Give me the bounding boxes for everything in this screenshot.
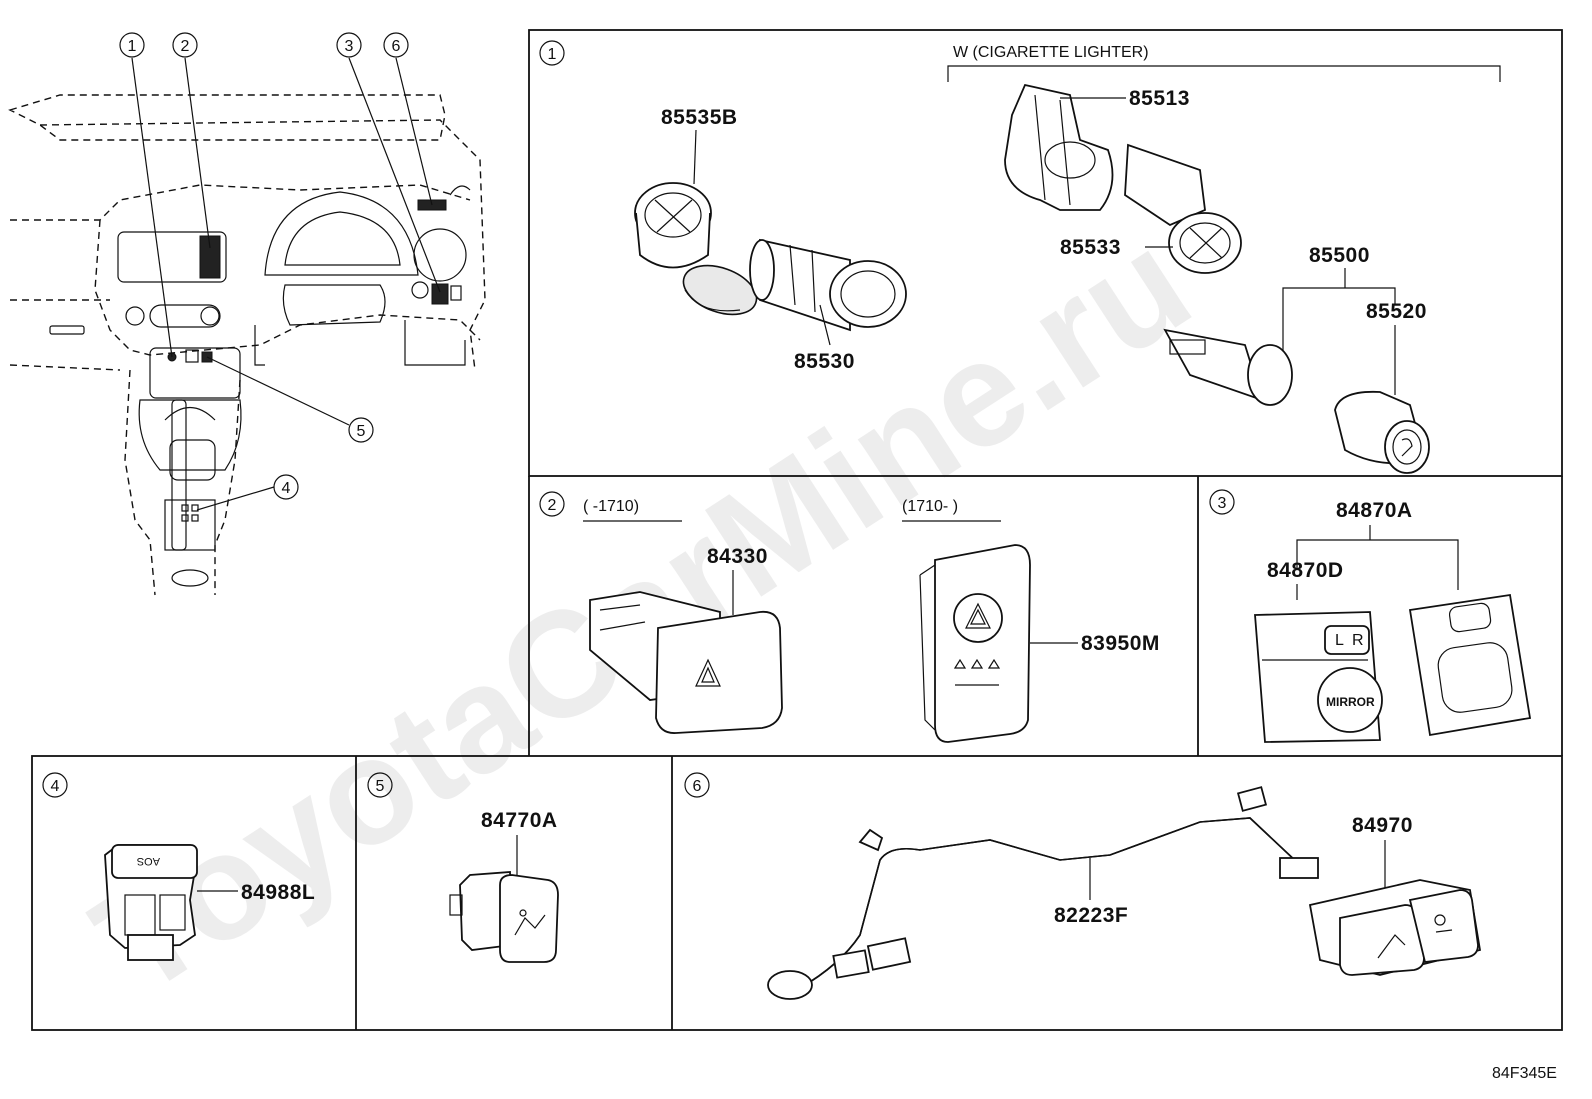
label-85500: 85500 — [1309, 244, 1370, 267]
svg-text:1: 1 — [128, 38, 137, 55]
part-85500-element-drawing — [1163, 328, 1293, 406]
overview-block-3 — [431, 283, 449, 305]
part-83950M-drawing — [919, 544, 1031, 743]
label-84330: 84330 — [707, 545, 768, 568]
mirror-r-text: R — [1352, 632, 1364, 649]
label-85533: 85533 — [1060, 236, 1121, 259]
panel-2-hazard-switch: 2 ( -1710) (1710- ) 84330 83950M — [539, 491, 1160, 743]
part-85520-knob-drawing — [1334, 390, 1430, 474]
panel-5-switch: 5 84770A — [367, 772, 559, 963]
label-85535B: 85535B — [661, 106, 738, 129]
group-note-cigarette-lighter: W (CIGARETTE LIGHTER) — [953, 44, 1149, 61]
part-84770A-drawing — [449, 871, 559, 963]
panel-1-number: 1 — [539, 40, 565, 66]
svg-text:6: 6 — [392, 38, 401, 55]
panel-4-switch: 4 AOS 84988L — [42, 772, 315, 961]
part-84870A-bezel-drawing — [1408, 593, 1532, 737]
overview-callout-2: 2 — [172, 32, 198, 58]
label-85520: 85520 — [1366, 300, 1427, 323]
overview-callout-4: 4 — [273, 474, 299, 500]
label-85513: 85513 — [1129, 87, 1190, 110]
overview-callout-6: 6 — [383, 32, 409, 58]
overview-block-2 — [199, 235, 221, 279]
part-85533-drawing — [1124, 143, 1242, 274]
note-until-1710: ( -1710) — [583, 498, 639, 515]
part-82223F-drawing — [767, 786, 1319, 1000]
part-84970-drawing — [1308, 879, 1482, 976]
svg-text:5: 5 — [357, 423, 366, 440]
svg-text:1: 1 — [548, 46, 557, 63]
panel-4-number: 4 — [42, 772, 68, 798]
svg-text:3: 3 — [345, 38, 354, 55]
panel-6-harness-switch: 6 82223F 84970 — [684, 772, 1482, 1000]
part-85535B-drawing — [634, 182, 758, 316]
part-84988L-drawing: AOS — [104, 844, 198, 961]
mirror-text: MIRROR — [1326, 695, 1375, 709]
panel-3-mirror-switch: 3 84870A 84870D L R MIRROR — [1209, 489, 1532, 743]
mirror-l-text: L — [1335, 632, 1344, 649]
svg-text:4: 4 — [282, 480, 291, 497]
label-84970: 84970 — [1352, 814, 1413, 837]
part-85513-drawing — [1004, 83, 1114, 211]
label-84870D: 84870D — [1267, 559, 1344, 582]
svg-text:AOS: AOS — [137, 855, 160, 867]
part-84330-drawing — [589, 591, 783, 734]
svg-text:3: 3 — [1218, 495, 1227, 512]
overview-callout-1: 1 — [119, 32, 145, 58]
panel-2-number: 2 — [539, 491, 565, 517]
svg-text:6: 6 — [693, 778, 702, 795]
note-from-1710: (1710- ) — [902, 498, 958, 515]
panel-borders — [31, 29, 1563, 1031]
label-84870A: 84870A — [1336, 499, 1413, 522]
label-82223F: 82223F — [1054, 904, 1128, 927]
diagram-code: 84F345E — [1492, 1065, 1557, 1082]
panel-3-number: 3 — [1209, 489, 1235, 515]
label-85530: 85530 — [794, 350, 855, 373]
label-84988L: 84988L — [241, 881, 315, 904]
svg-text:5: 5 — [376, 778, 385, 795]
label-84770A: 84770A — [481, 809, 558, 832]
part-84870D-drawing: L R MIRROR — [1254, 611, 1383, 743]
overview-callout-3: 3 — [336, 32, 362, 58]
svg-text:4: 4 — [51, 778, 60, 795]
label-83950M: 83950M — [1081, 632, 1160, 655]
overview-callout-5: 5 — [348, 417, 374, 443]
svg-text:2: 2 — [181, 38, 190, 55]
panel-1-cigarette-lighter: 1 W (CIGARETTE LIGHTER) 85535B 85530 — [539, 40, 1501, 474]
svg-text:2: 2 — [548, 497, 557, 514]
dashboard-overview: 1 2 3 6 5 4 — [8, 32, 486, 596]
panel-6-number: 6 — [684, 772, 710, 798]
panel-5-number: 5 — [367, 772, 393, 798]
part-85530-drawing — [749, 238, 907, 332]
